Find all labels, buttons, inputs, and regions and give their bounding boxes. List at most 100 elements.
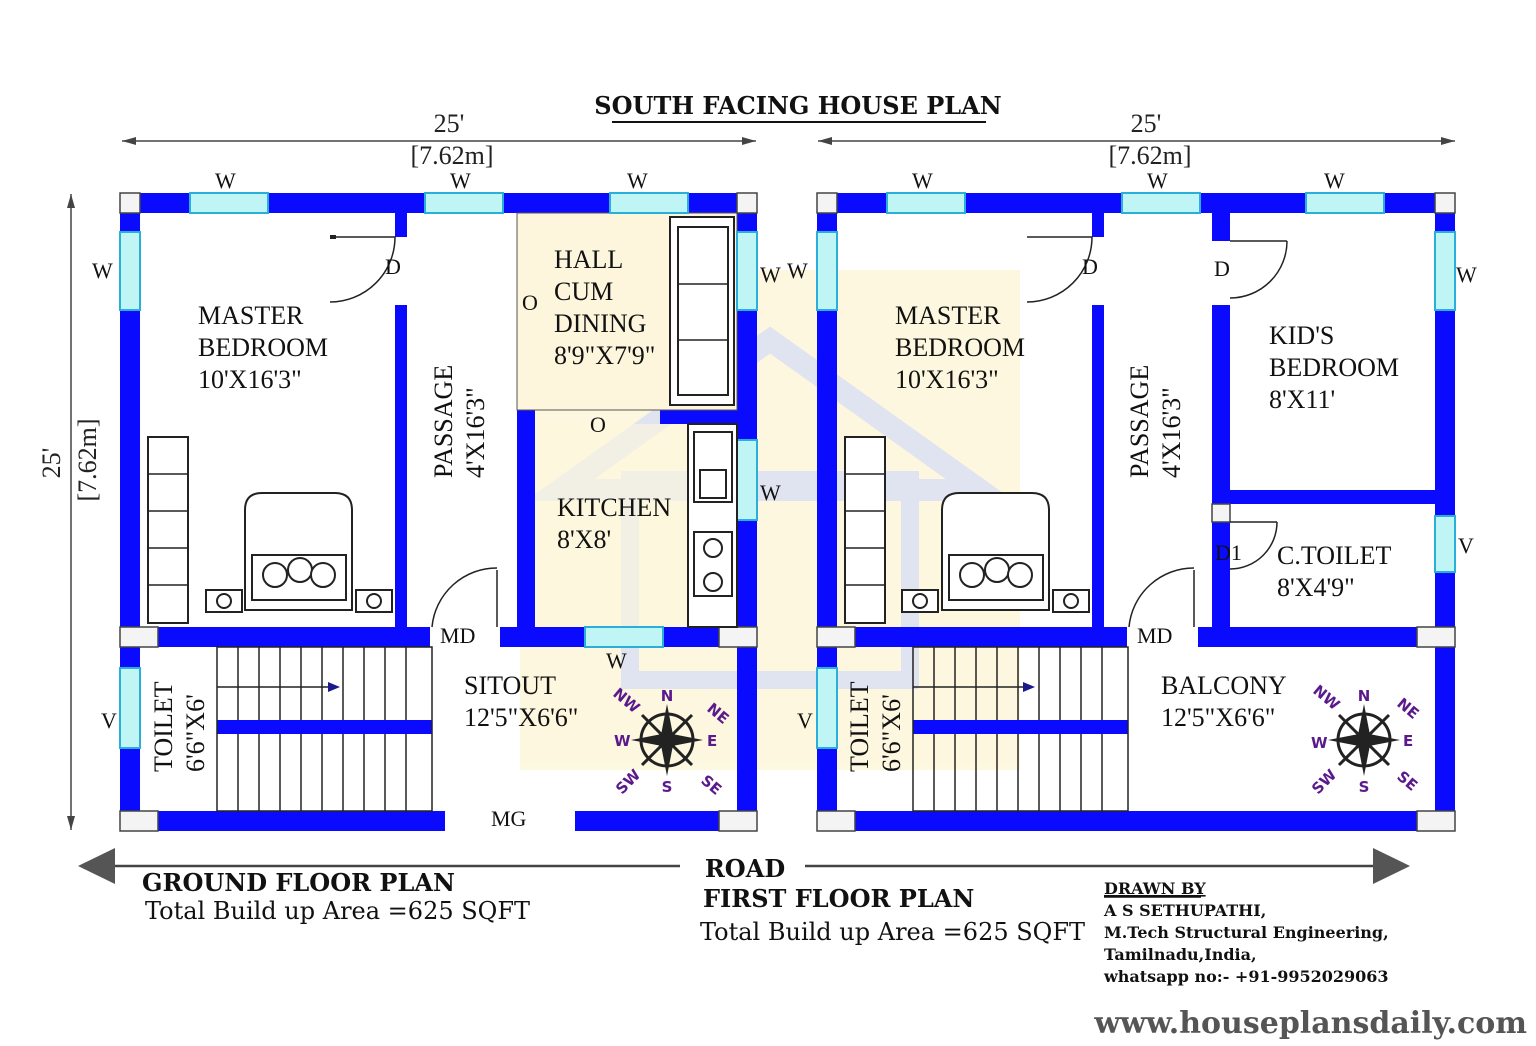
gf-compass-s: S (662, 778, 673, 796)
ff-compass-s: S (1359, 778, 1370, 796)
ff-wall-mid-left (817, 627, 1127, 647)
gf-wall-hall-kitchen (660, 410, 740, 424)
gf-toilet-size: 6'6"X6' (181, 694, 210, 772)
ff-bed (901, 492, 1090, 613)
road-label: ROAD (705, 854, 785, 883)
ff-wall-kids-toilet (1230, 490, 1435, 504)
ground-floor-plan: N NE E SE S SW W NW MASTER BEDROOM 10'X1… (92, 168, 781, 832)
ff-window-label-2: W (1147, 168, 1168, 193)
gf-main-gate-label: MG (491, 806, 527, 831)
ff-balcony-label: BALCONY (1161, 671, 1287, 700)
gf-compass-n: N (661, 687, 674, 705)
gf-window-label-right-1: W (760, 262, 781, 287)
road-arrow: ROAD (78, 848, 1410, 884)
credits-block: DRAWN BY A S SETHUPATHI, M.Tech Structur… (1103, 879, 1389, 986)
top-right-width-ft: 25' (1131, 109, 1162, 138)
gf-window-label-right-2: W (760, 480, 781, 505)
credits-line-1: A S SETHUPATHI, (1103, 901, 1266, 920)
ff-compass-w: W (1311, 734, 1328, 752)
ff-compass-e: E (1403, 732, 1413, 750)
top-left-width-ft: 25' (434, 109, 465, 138)
ff-ventilator-label-left: V (797, 708, 813, 733)
gf-compass-sw: SW (612, 765, 644, 797)
gf-opening-label-1: O (522, 290, 538, 315)
ff-window-top-2 (1121, 192, 1201, 214)
credits-heading: DRAWN BY (1104, 879, 1206, 898)
gf-sofa (669, 216, 735, 406)
credits-line-3: Tamilnadu,India, (1104, 945, 1257, 964)
first-floor-title: FIRST FLOOR PLAN (703, 884, 974, 913)
dimension-top-right: 25' [7.62m] (818, 109, 1455, 170)
ff-toilet-label: TOILET (845, 681, 874, 772)
ff-window-label-left: W (787, 258, 808, 283)
gf-opening-label-2: O (590, 412, 606, 437)
gf-wardrobe (147, 436, 189, 624)
ff-ventilator-ctoilet (1434, 515, 1456, 573)
ff-window-label-right: W (1456, 262, 1477, 287)
dimension-left: 25' [7.62m] (37, 194, 102, 830)
gf-wall-bottom-left (120, 811, 445, 831)
ff-toilet-size: 6'6"X6' (877, 694, 906, 772)
left-height-ft: 25' (37, 448, 66, 479)
gf-ventilator-label: V (101, 708, 117, 733)
ff-ctoilet-size: 8'X4'9" (1277, 573, 1355, 602)
gf-passage-size: 4'X16'3" (461, 387, 490, 478)
ff-main-door-label: MD (1137, 623, 1172, 648)
gf-compass-w: W (614, 732, 631, 750)
ground-floor-title: GROUND FLOOR PLAN (142, 868, 455, 897)
gf-window-top-3 (609, 192, 689, 214)
gf-compass: N NE E SE S SW W NW (609, 684, 732, 798)
ff-window-label-3: W (1324, 168, 1345, 193)
gf-master-bedroom-label-1: MASTER (198, 301, 304, 330)
ff-passage-size: 4'X16'3" (1157, 387, 1186, 478)
ff-window-top-3 (1305, 192, 1385, 214)
gf-kitchen-counter (687, 423, 738, 628)
gf-window-left (119, 231, 141, 311)
gf-door-label: D (385, 254, 401, 279)
gf-hall-label-2: CUM (554, 277, 613, 306)
ff-wall-bottom (817, 811, 1455, 831)
ff-compass: N NE E SE S SW W NW (1308, 681, 1422, 798)
ff-balcony-size: 12'5"X6'6" (1161, 703, 1275, 732)
ff-ventilator-label-right: V (1458, 533, 1474, 558)
gf-window-kitchen (584, 626, 664, 648)
gf-window-label-left: W (92, 258, 113, 283)
gf-window-label-2: W (450, 168, 471, 193)
gf-stair-wall (217, 720, 432, 734)
ff-ctoilet-label: C.TOILET (1277, 541, 1391, 570)
left-height-m: [7.62m] (73, 418, 102, 501)
ff-kids-bedroom-label-1: KID'S (1269, 321, 1334, 350)
ff-kids-bedroom-label-2: BEDROOM (1269, 353, 1399, 382)
gf-window-top-1 (189, 192, 269, 214)
ff-compass-nw: NW (1309, 681, 1343, 714)
gf-ventilator (119, 667, 141, 749)
gf-wall-bottom-right (575, 811, 757, 831)
gf-window-label-kitchen: W (606, 648, 627, 673)
ff-passage-label: PASSAGE (1125, 365, 1154, 478)
ff-ventilator-toilet (816, 667, 838, 749)
ground-floor-area: Total Build up Area =625 SQFT (145, 897, 530, 925)
gf-master-bedroom-label-2: BEDROOM (198, 333, 328, 362)
ff-kids-bedroom-size: 8'X11' (1269, 385, 1335, 414)
first-floor-area: Total Build up Area =625 SQFT (700, 918, 1085, 946)
ff-main-door (1128, 567, 1195, 628)
ff-stair-wall (913, 720, 1128, 734)
ff-door-bedroom (1026, 236, 1093, 303)
ff-compass-ne: NE (1393, 694, 1422, 722)
gf-hall-size: 8'9"X7'9" (554, 341, 655, 370)
ff-compass-n: N (1358, 687, 1371, 705)
gf-kitchen-size: 8'X8' (557, 525, 611, 554)
dimension-top-left: 25' [7.62m] (122, 109, 756, 170)
ff-window-top-1 (886, 192, 966, 214)
ff-compass-se: SE (1393, 767, 1421, 794)
ff-master-bedroom-label-1: MASTER (895, 301, 1001, 330)
gf-door-bedroom (329, 236, 396, 303)
ff-wall-right (1435, 193, 1455, 831)
gf-master-bedroom-size: 10'X16'3" (198, 365, 302, 394)
gf-main-door (431, 567, 498, 628)
gf-window-right-2 (736, 439, 758, 521)
gf-window-label-1: W (215, 168, 236, 193)
gf-wall-passage-kitchen (517, 410, 535, 627)
ff-door-label-kids: D (1214, 256, 1230, 281)
